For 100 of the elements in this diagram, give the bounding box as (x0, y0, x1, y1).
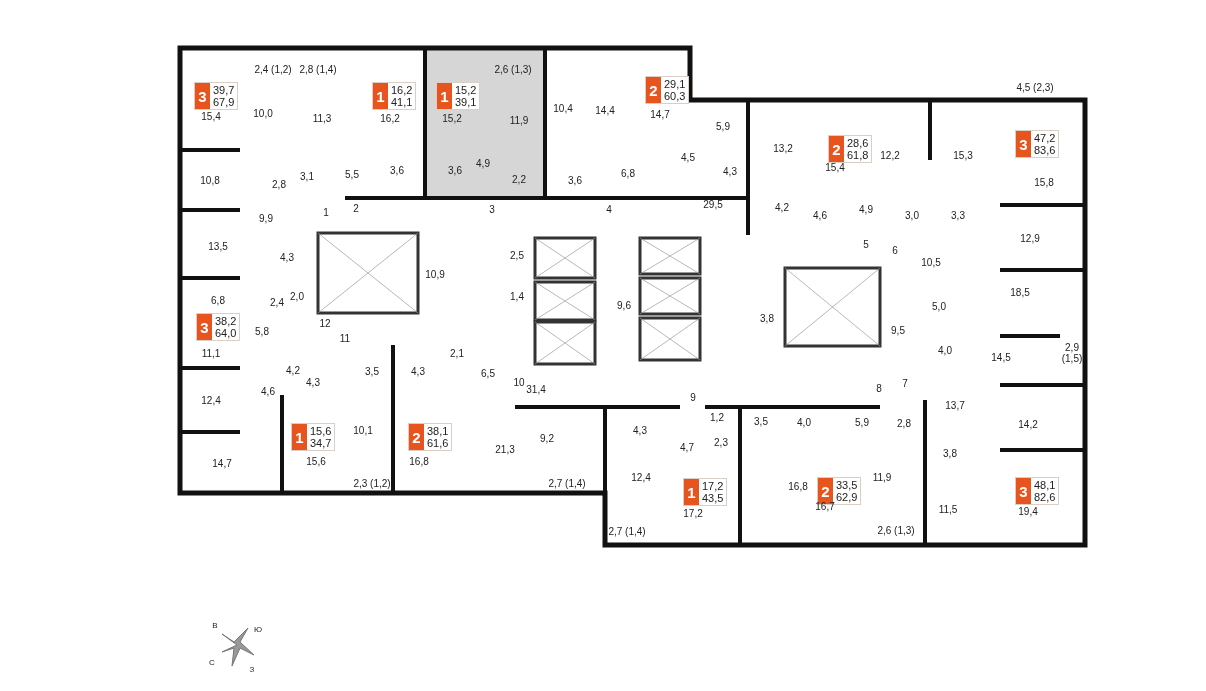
room-area: 21,3 (495, 443, 515, 455)
living-area: 47,2 (1034, 132, 1056, 144)
room-area: 2,5 (510, 249, 524, 261)
room-area: 11,3 (312, 112, 332, 124)
room-area: 4,3 (411, 365, 425, 377)
room-area: 9,9 (259, 212, 273, 224)
room-area: 15,2 (442, 112, 462, 124)
room-area: 2,6 (1,3) (877, 524, 915, 536)
door-number: 3 (489, 203, 495, 215)
apartment-badge (828, 135, 873, 163)
room-area: 3,5 (365, 365, 379, 377)
room-area: 5,9 (855, 416, 869, 428)
room-area: 2,4 (270, 296, 284, 308)
door-number: 5 (863, 238, 869, 250)
total-area: 60,3 (664, 90, 686, 102)
room-area: 2,8 (1,4) (299, 63, 337, 75)
total-area: 34,7 (310, 437, 332, 449)
room-area: 3,6 (448, 164, 462, 176)
room-area: 10,5 (921, 256, 941, 268)
room-area: 3,0 (905, 209, 919, 221)
room-area: 3,8 (760, 312, 774, 324)
room-area: 9,6 (617, 299, 631, 311)
apartment-badge (645, 76, 690, 104)
total-area: 61,8 (847, 149, 869, 161)
room-area: 5,9 (716, 120, 730, 132)
room-area: 2,0 (290, 290, 304, 302)
room-area: 4,3 (723, 165, 737, 177)
door-number: 4 (606, 203, 612, 215)
room-area: 2,7 (1,4) (548, 477, 586, 489)
door-number: 11 (339, 332, 351, 344)
room-area: 4,7 (680, 441, 694, 453)
room-area: 14,5 (991, 351, 1011, 363)
room-area: 4,3 (633, 424, 647, 436)
door-number: 12 (319, 317, 331, 329)
room-area: 4,5 (681, 151, 695, 163)
room-area: 29,5 (703, 198, 723, 210)
room-area: 1,4 (510, 290, 524, 302)
room-area: 3,5 (754, 415, 768, 427)
total-area: 83,6 (1034, 144, 1056, 156)
room-area: 12,4 (201, 394, 221, 406)
apartment-badge (1015, 477, 1060, 505)
living-area: 28,6 (847, 137, 869, 149)
room-area: 5,0 (932, 300, 946, 312)
compass-letter: В (212, 621, 218, 631)
total-area: 82,6 (1034, 491, 1056, 503)
total-area: 62,9 (836, 491, 858, 503)
apartment-badge (194, 82, 239, 110)
room-area: 6,8 (621, 167, 635, 179)
room-area: 15,3 (953, 149, 973, 161)
apartment-badge (196, 313, 241, 341)
room-area: 2,2 (512, 173, 526, 185)
room-area: 2,9 (1,5) (1059, 342, 1085, 364)
room-area: 15,8 (1034, 176, 1054, 188)
room-count: 3 (197, 314, 212, 340)
room-area: 11,9 (509, 114, 529, 126)
apartment-badge (372, 82, 417, 110)
room-area: 4,5 (2,3) (1016, 81, 1054, 93)
room-count: 2 (829, 136, 844, 162)
room-area: 9,5 (891, 324, 905, 336)
room-area: 2,3 (1,2) (353, 477, 391, 489)
room-area: 14,7 (212, 457, 232, 469)
living-area: 39,7 (213, 84, 235, 96)
room-area: 2,3 (714, 436, 728, 448)
room-area: 2,8 (897, 417, 911, 429)
room-area: 4,0 (938, 344, 952, 356)
room-count: 1 (292, 424, 307, 450)
living-area: 38,2 (215, 315, 237, 327)
living-area: 15,6 (310, 425, 332, 437)
compass-letter: Ю (253, 625, 263, 635)
room-area: 13,5 (208, 240, 228, 252)
room-area: 4,9 (476, 157, 490, 169)
room-area: 4,6 (813, 209, 827, 221)
apartment-badge (291, 423, 336, 451)
door-number: 6 (892, 244, 898, 256)
total-area: 67,9 (213, 96, 235, 108)
room-area: 4,3 (306, 376, 320, 388)
room-area: 4,6 (261, 385, 275, 397)
room-area: 4,2 (286, 364, 300, 376)
compass-letter: С (209, 658, 215, 668)
room-area: 3,3 (951, 209, 965, 221)
total-area: 41,1 (391, 96, 413, 108)
room-count: 3 (1016, 478, 1031, 504)
room-count: 3 (1016, 131, 1031, 157)
living-area: 48,1 (1034, 479, 1056, 491)
room-area: 11,5 (938, 503, 958, 515)
room-area: 2,8 (272, 178, 286, 190)
room-area: 10,1 (353, 424, 373, 436)
room-area: 3,1 (300, 170, 314, 182)
room-area: 13,2 (773, 142, 793, 154)
room-count: 1 (684, 479, 699, 505)
apartment-badge (683, 478, 728, 506)
room-area: 12,9 (1020, 232, 1040, 244)
room-area: 14,4 (595, 104, 615, 116)
door-number: 1 (323, 206, 329, 218)
living-area: 29,1 (664, 78, 686, 90)
total-area: 43,5 (702, 492, 724, 504)
room-area: 18,5 (1010, 286, 1030, 298)
room-area: 31,4 (526, 383, 546, 395)
room-area: 4,9 (859, 203, 873, 215)
room-count: 1 (373, 83, 388, 109)
